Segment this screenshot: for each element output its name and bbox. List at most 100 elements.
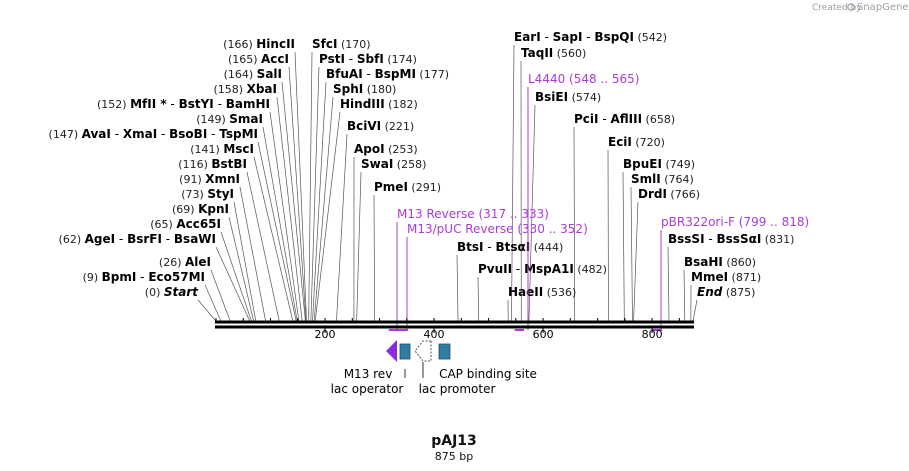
- connector-right-18: [477, 276, 480, 322]
- connector-left-2: [281, 81, 306, 322]
- connector-left-1: [288, 66, 307, 322]
- site-label-left-1: (165) AccI: [228, 52, 289, 66]
- primer-l4440[interactable]: L4440 (548 .. 565): [514, 72, 640, 331]
- primer-m13-reverse[interactable]: M13 Reverse (317 .. 333): [388, 207, 549, 331]
- site-msci[interactable]: (141) MscI: [190, 142, 254, 156]
- connector-right-9: [511, 44, 515, 322]
- site-label-right-20: BssSI - BssSαI (831): [668, 232, 794, 246]
- feature-label-lac-operator: lac operator: [331, 382, 404, 396]
- site-alei[interactable]: (26) AleI: [159, 255, 211, 269]
- connector-left-11: [228, 216, 254, 322]
- site-label-right-8: PmeI (291): [374, 180, 441, 194]
- tick-label-400: 400: [424, 328, 445, 341]
- site-bpuei[interactable]: BpuEI (749): [623, 157, 695, 171]
- site-mmei[interactable]: MmeI (871): [691, 270, 761, 284]
- connector-right-0: [308, 51, 313, 322]
- site-hindiii[interactable]: HindIII (182): [340, 97, 418, 111]
- connector-left-12: [220, 231, 252, 322]
- site-label-left-13: (62) AgeI - BsrFI - BsaWI: [59, 232, 216, 246]
- site-mfii-[interactable]: (152) MfII * - BstYI - BamHI: [97, 97, 270, 111]
- connector-left-8: [246, 171, 280, 322]
- site-end[interactable]: End (875): [697, 285, 755, 299]
- site-sphi[interactable]: SphI (180): [333, 82, 396, 96]
- site-avai[interactable]: (147) AvaI - XmaI - BsoBI - TspMI: [49, 127, 258, 141]
- credit-text: Created by: [812, 3, 862, 13]
- site-apoi[interactable]: ApoI (253): [354, 142, 418, 156]
- feature-label-lac-promoter: lac promoter: [419, 382, 496, 396]
- site-bpmi[interactable]: (9) BpmI - Eco57MI: [83, 270, 205, 284]
- site-label-right-0: SfcI (170): [312, 37, 371, 51]
- site-label-left-6: (147) AvaI - XmaI - BsoBI - TspMI: [49, 127, 258, 141]
- site-label-left-5: (149) SmaI: [196, 112, 263, 126]
- site-psti[interactable]: PstI - SbfI (174): [319, 52, 417, 66]
- connector-right-1: [310, 66, 320, 322]
- site-swai[interactable]: SwaI (258): [361, 157, 426, 171]
- site-agei[interactable]: (62) AgeI - BsrFI - BsaWI: [59, 232, 216, 246]
- site-drdi[interactable]: DrdI (766): [638, 187, 700, 201]
- site-bstbi[interactable]: (116) BstBI: [178, 157, 247, 171]
- feature-track: M13 rev lac operator lac promoter CAP bi…: [331, 340, 537, 396]
- primer-label-1: M13 Reverse (317 .. 333): [397, 207, 549, 221]
- site-label-right-1: PstI - SbfI (174): [319, 52, 417, 66]
- site-hincii[interactable]: (166) HincII: [223, 37, 295, 51]
- site-smai[interactable]: (149) SmaI: [196, 112, 263, 126]
- site-bsiei[interactable]: BsiEI (574): [535, 90, 601, 104]
- site-start[interactable]: (0) Start: [145, 285, 199, 299]
- site-haeii[interactable]: HaeII (536): [508, 285, 576, 299]
- connector-right-14: [622, 171, 625, 322]
- site-label-left-7: (141) MscI: [190, 142, 254, 156]
- connector-left-7: [253, 156, 294, 322]
- sequence-backbone: [215, 320, 694, 329]
- plasmid-name: pAJ13: [431, 433, 477, 449]
- snapgene-logo-icon: [847, 3, 855, 11]
- site-taqii[interactable]: TaqII (560): [521, 46, 586, 60]
- site-label-left-0: (166) HincII: [223, 37, 295, 51]
- site-label-right-7: SwaI (258): [361, 157, 426, 171]
- cap-binding-site-box: [438, 343, 451, 360]
- site-label-left-15: (9) BpmI - Eco57MI: [83, 270, 205, 284]
- site-acc65i[interactable]: (65) Acc65I: [150, 217, 221, 231]
- site-xbai[interactable]: (158) XbaI: [214, 82, 277, 96]
- site-label-right-12: PciI - AflIII (658): [574, 112, 675, 126]
- connector-left-6: [257, 141, 297, 322]
- site-label-left-3: (158) XbaI: [214, 82, 277, 96]
- site-xmni[interactable]: (91) XmnI: [179, 172, 240, 186]
- site-bcivi[interactable]: BciVI (221): [347, 119, 414, 133]
- site-label-left-4: (152) MfII * - BstYI - BamHI: [97, 97, 270, 111]
- connector-right-5: [336, 133, 348, 322]
- site-sali[interactable]: (164) SalI: [224, 67, 282, 81]
- site-label-right-13: EciI (720): [608, 135, 665, 149]
- primer-m13-puc-reverse[interactable]: M13/pUC Reverse (330 .. 352): [395, 222, 588, 331]
- site-bsahi[interactable]: BsaHI (860): [684, 255, 756, 269]
- connector-left-3: [276, 96, 303, 322]
- site-smli[interactable]: SmlI (764): [631, 172, 694, 186]
- site-pvuii[interactable]: PvuII - MspA1I (482): [478, 262, 607, 276]
- feature-label-cap-binding-site: CAP binding site: [439, 367, 537, 381]
- connector-left-15: [204, 284, 222, 322]
- connector-right-23: [692, 299, 698, 322]
- connector-right-3: [313, 96, 334, 322]
- site-label-left-14: (26) AleI: [159, 255, 211, 269]
- site-pmei[interactable]: PmeI (291): [374, 180, 441, 194]
- connector-left-10: [233, 201, 257, 322]
- site-styi[interactable]: (73) StyI: [181, 187, 234, 201]
- site-kpni[interactable]: (69) KpnI: [172, 202, 229, 216]
- site-sfci[interactable]: SfcI (170): [312, 37, 371, 51]
- site-btsi[interactable]: BtsI - BtsαI (444): [457, 240, 563, 254]
- site-acci[interactable]: (165) AccI: [228, 52, 289, 66]
- connector-left-16: [197, 299, 217, 322]
- site-label-right-16: DrdI (766): [638, 187, 700, 201]
- site-eari[interactable]: EarI - SapI - BspQI (542): [514, 30, 667, 44]
- site-label-right-11: BsiEI (574): [535, 90, 601, 104]
- primer-pbr322ori-f[interactable]: pBR322ori-F (799 .. 818): [651, 215, 810, 331]
- site-ecii[interactable]: EciI (720): [608, 135, 665, 149]
- site-pcii[interactable]: PciI - AflIII (658): [574, 112, 675, 126]
- site-label-right-18: PvuII - MspA1I (482): [478, 262, 607, 276]
- site-labels: (166) HincII(165) AccI(164) SalI(158) Xb…: [49, 30, 795, 299]
- tick-label-600: 600: [533, 328, 554, 341]
- site-bfuai[interactable]: BfuAI - BspMI (177): [326, 67, 449, 81]
- lac-operator-box: [399, 343, 411, 360]
- site-bsssi[interactable]: BssSI - BssSαI (831): [668, 232, 794, 246]
